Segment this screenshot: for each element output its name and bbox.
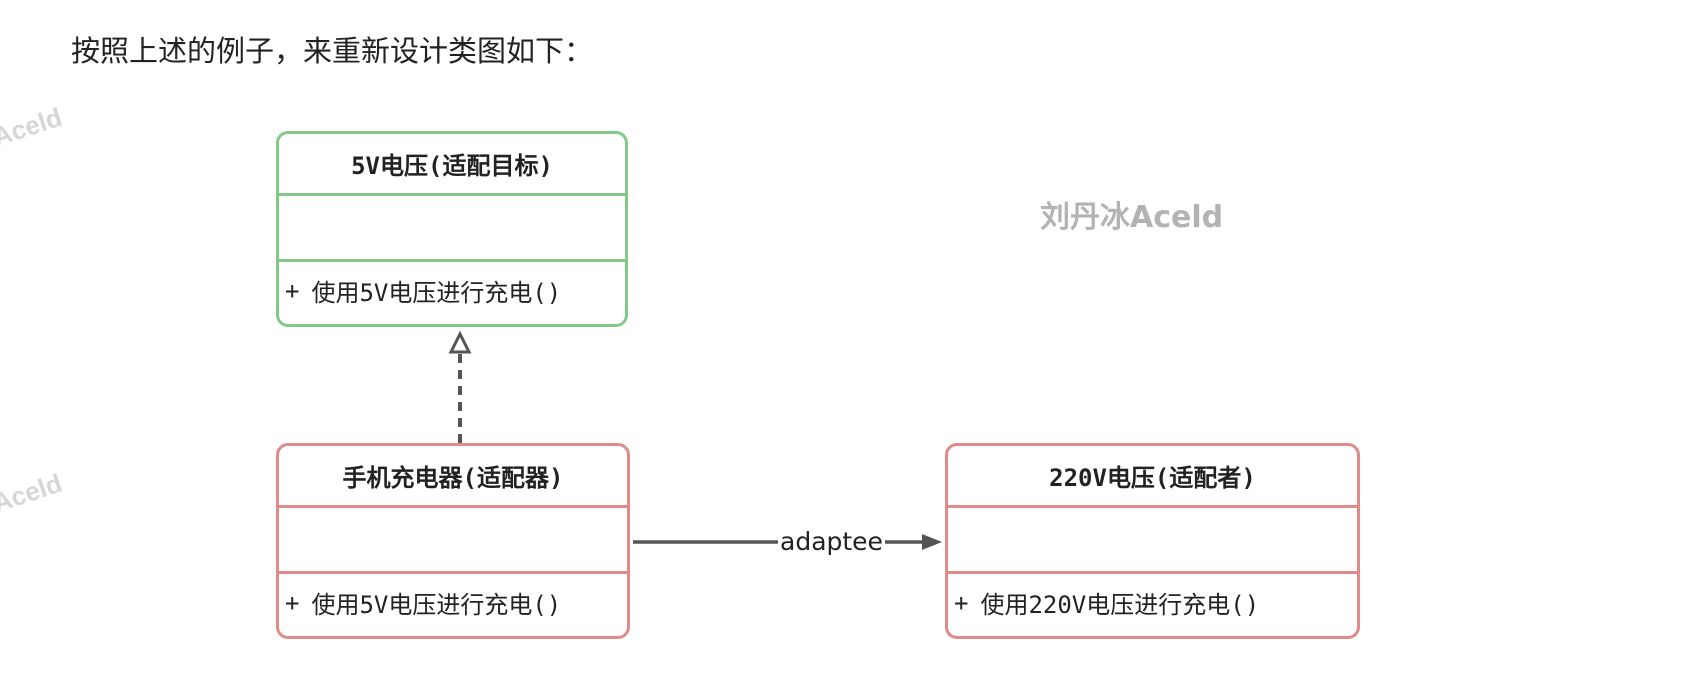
association-arrowhead bbox=[922, 534, 942, 550]
operation-label: 使用5V电压进行充电() bbox=[311, 591, 562, 619]
class-attributes bbox=[279, 508, 627, 574]
realization-arrowhead bbox=[448, 330, 472, 354]
operation-label: 使用220V电压进行充电() bbox=[980, 591, 1260, 619]
class-attributes bbox=[948, 508, 1357, 574]
class-target-5v[interactable]: 5V电压(适配目标) + 使用5V电压进行充电() bbox=[276, 131, 628, 327]
class-operations: + 使用5V电压进行充电() bbox=[279, 574, 627, 631]
class-operations: + 使用5V电压进行充电() bbox=[279, 262, 625, 319]
class-adapter-charger[interactable]: 手机充电器(适配器) + 使用5V电压进行充电() bbox=[276, 443, 630, 639]
class-operations: + 使用220V电压进行充电() bbox=[948, 574, 1357, 631]
class-name: 220V电压(适配者) bbox=[948, 446, 1357, 508]
class-name: 手机充电器(适配器) bbox=[279, 446, 627, 508]
visibility-marker: + bbox=[954, 588, 969, 617]
operation-label: 使用5V电压进行充电() bbox=[311, 279, 562, 307]
visibility-marker: + bbox=[285, 276, 300, 305]
class-attributes bbox=[279, 196, 625, 262]
intro-text: 按照上述的例子，来重新设计类图如下： bbox=[71, 34, 594, 68]
class-adaptee-220v[interactable]: 220V电压(适配者) + 使用220V电压进行充电() bbox=[945, 443, 1360, 639]
watermark-main: 刘丹冰Aceld bbox=[1040, 200, 1224, 235]
visibility-marker: + bbox=[285, 588, 300, 617]
association-label: adaptee bbox=[778, 527, 885, 556]
class-name: 5V电压(适配目标) bbox=[279, 134, 625, 196]
